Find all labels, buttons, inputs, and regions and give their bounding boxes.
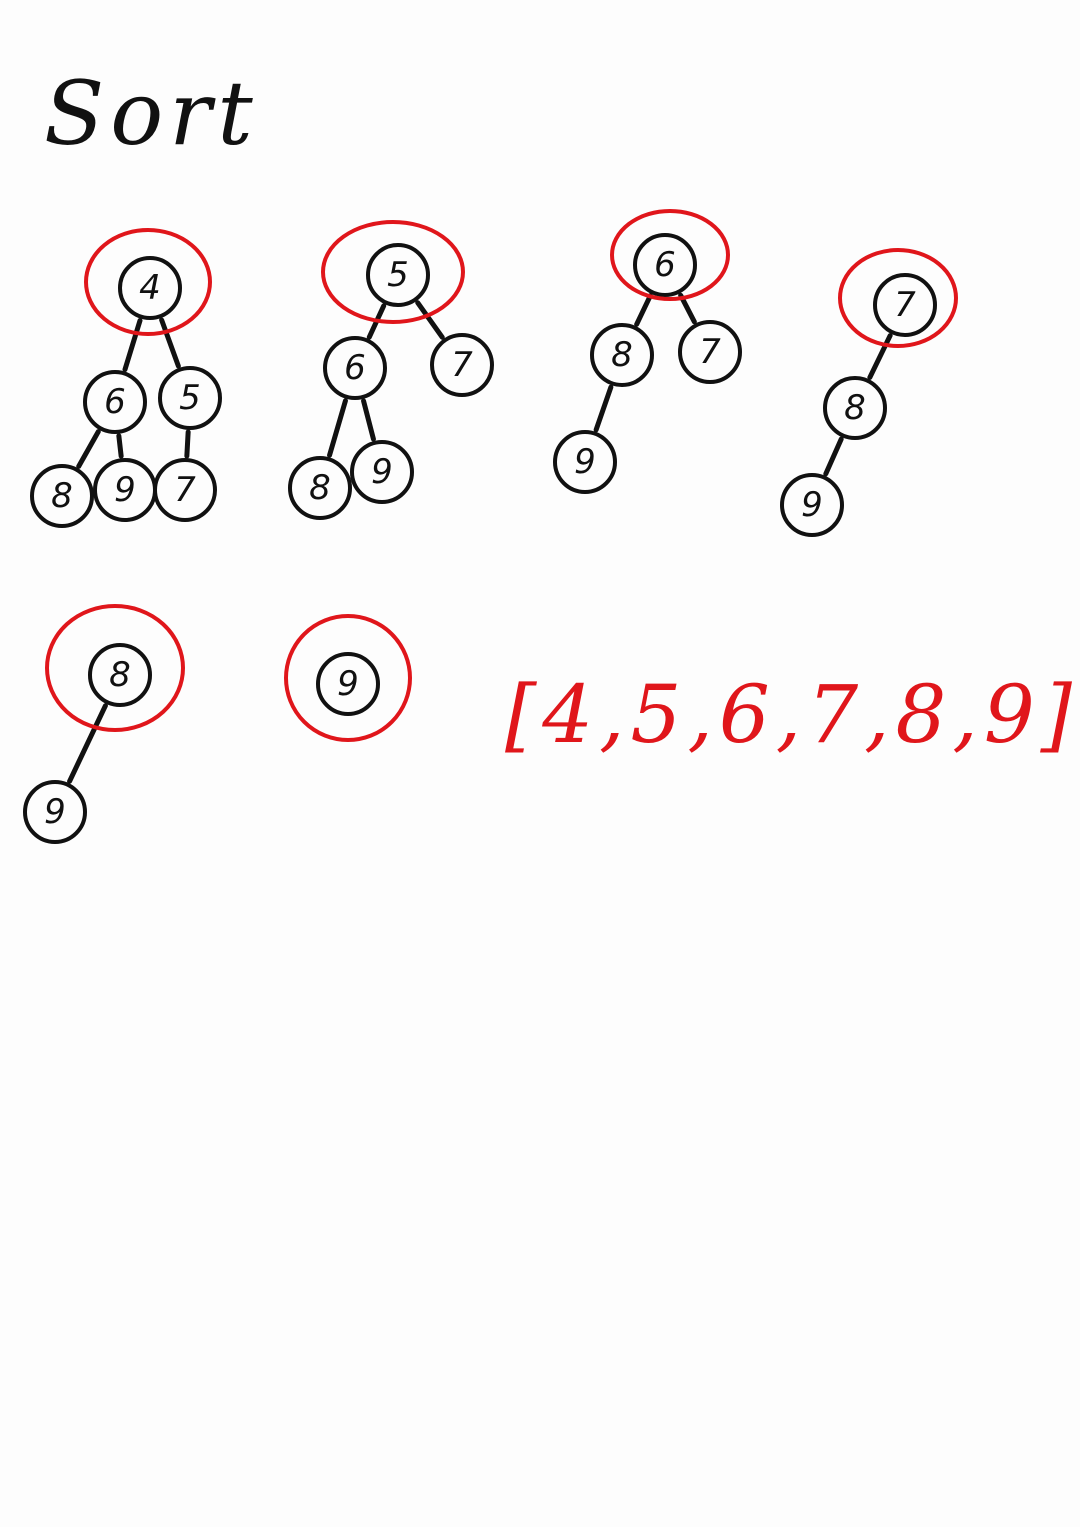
root-highlight-4 (84, 228, 212, 336)
node-6-circle (633, 233, 697, 297)
node-7-circle (430, 333, 494, 397)
page-title: Sort (44, 62, 259, 165)
node-8-label: 8 (51, 476, 73, 516)
node-4-circle (118, 256, 182, 320)
root-highlight-6 (610, 209, 730, 301)
sorted-result: [4,5,6,7,8,9] (505, 668, 1078, 761)
node-7-circle (678, 320, 742, 384)
node-6-label: 6 (344, 348, 366, 388)
node-9-circle (553, 430, 617, 494)
node-8-label: 8 (309, 468, 331, 508)
node-5-label: 5 (387, 255, 409, 295)
node-5-circle (366, 243, 430, 307)
edge-6-8 (327, 398, 348, 458)
node-8-circle (590, 323, 654, 387)
node-9-label: 9 (44, 792, 66, 832)
node-9-circle (316, 652, 380, 716)
edge-8-9 (67, 703, 108, 784)
node-8-circle (823, 376, 887, 440)
edge-6-9 (116, 433, 124, 459)
heap-tree-step-6: 9 (284, 614, 412, 742)
edge-4-5 (159, 317, 181, 369)
heap-tree-step-3: 6 7 8 9 (553, 209, 742, 494)
heap-tree-step-5: 89 (23, 604, 185, 844)
edge-4-6 (122, 318, 143, 372)
node-4-label: 4 (139, 268, 161, 308)
root-highlight-8 (45, 604, 185, 732)
node-9-label: 9 (574, 442, 596, 482)
node-7-label: 7 (699, 332, 721, 372)
node-9-label: 9 (337, 664, 359, 704)
node-8-label: 8 (611, 335, 633, 375)
node-8-label: 8 (109, 655, 131, 695)
node-6-circle (323, 336, 387, 400)
edge-7-8 (867, 333, 893, 380)
root-highlight-9 (284, 614, 412, 742)
node-9-label: 9 (114, 470, 136, 510)
root-highlight-5 (321, 220, 465, 324)
node-6-circle (83, 370, 147, 434)
node-9-label: 9 (371, 452, 393, 492)
node-7-label: 7 (451, 345, 473, 385)
node-9-circle (350, 440, 414, 504)
edge-8-9 (593, 384, 614, 433)
node-8-circle (288, 456, 352, 520)
node-5-label: 5 (179, 378, 201, 418)
node-9-circle (23, 780, 87, 844)
node-9-label: 9 (801, 485, 823, 525)
edge-6-8 (634, 293, 653, 327)
edge-8-9 (823, 436, 844, 477)
edge-6-8 (76, 429, 101, 469)
heap-tree-step-1: 4 5 6 7 8 9 (30, 228, 222, 528)
edge-6-9 (361, 398, 376, 442)
node-8-circle (88, 643, 152, 707)
edge-5-7 (184, 429, 191, 459)
node-8-circle (30, 464, 94, 528)
node-8-label: 8 (844, 388, 866, 428)
node-7-circle (873, 273, 937, 337)
root-highlight-7 (838, 248, 958, 348)
heap-tree-step-4: 7 8 9 (780, 248, 958, 537)
node-7-label: 7 (894, 285, 916, 325)
node-5-circle (158, 366, 222, 430)
node-7-label: 7 (174, 470, 196, 510)
node-9-circle (93, 458, 157, 522)
node-6-label: 6 (104, 382, 126, 422)
node-9-circle (780, 473, 844, 537)
edge-5-7 (415, 300, 445, 340)
node-6-label: 6 (654, 245, 676, 285)
